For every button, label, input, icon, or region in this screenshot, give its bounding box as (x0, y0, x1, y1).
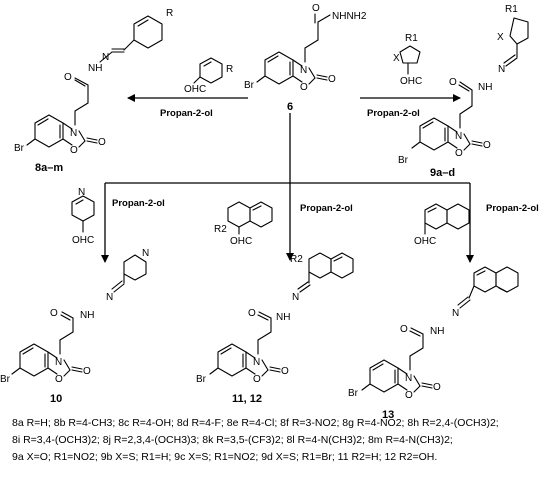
c13-n: N (452, 308, 459, 319)
c9-n: N (498, 64, 505, 75)
compound-9: O NH N X R1 N O O Br 9a–d (398, 4, 529, 179)
c11-n: N (292, 292, 299, 303)
c13-ring-n: N (405, 373, 412, 384)
c9-nh: NH (478, 82, 492, 93)
c9-ring-n: N (455, 131, 462, 142)
c11-nh: NH (276, 312, 290, 323)
reagent-benzaldehyde: OHC R (184, 57, 233, 95)
c9-bromo: Br (398, 155, 409, 166)
c9-exo-o: O (483, 140, 491, 151)
legend-line-1: 8a R=H; 8b R=4-CH3; 8c R=4-OH; 8d R=4-F;… (12, 417, 499, 429)
legend-line-3: 9a X=O; R1=NO2; 9b X=S; R1=H; 9c X=S; R1… (12, 451, 438, 463)
condition-b1: Propan-2-ol (112, 198, 165, 209)
reagent-x: X (393, 53, 400, 64)
reagent-pyridine-aldehyde: N OHC (71, 187, 95, 246)
c11-r2: R2 (290, 254, 303, 265)
c8-ring-n: N (70, 128, 77, 139)
reagent-heteroaryl-aldehyde: X R1 OHC (393, 33, 422, 87)
c10-exo-o: O (83, 366, 91, 377)
reagent-ohc-3: OHC (72, 235, 94, 246)
c9-carbonyl-o: O (449, 77, 457, 88)
pyr-n: N (78, 187, 85, 198)
c10-ring-o: O (55, 374, 63, 385)
compound-11-12: O NH N R2 N O O Br 11, 12 (196, 252, 354, 405)
condition-left: Propan-2-ol (160, 108, 213, 119)
c11-ring-o: O (253, 374, 261, 385)
c8-r: R (166, 8, 173, 19)
reagent-ohc-4: OHC (230, 236, 252, 247)
c8-nh: NH (88, 63, 102, 74)
c8-ring-o: O (70, 145, 78, 156)
c9-r1: R1 (505, 4, 518, 15)
c8-bromo: Br (14, 143, 25, 154)
ring-o: O (300, 82, 308, 93)
c11-ring-n: N (253, 357, 260, 368)
label-compound-13: 13 (382, 409, 394, 421)
c13-ring-o: O (405, 390, 413, 401)
label-compound-9: 9a–d (430, 167, 455, 179)
compound-13: O NH N N O O Br 13 (348, 266, 519, 421)
reagent-ohc-2: OHC (400, 76, 422, 87)
label-compound-11-12: 11, 12 (232, 393, 262, 405)
compound-8: O NH N R N O O Br 8a–m (14, 8, 173, 174)
reagent-2-naphthaldehyde: OHC (414, 203, 470, 247)
condition-b2: Propan-2-ol (300, 203, 353, 214)
carbonyl-o: O (312, 3, 320, 14)
compound-6: O NHNH2 N O O Br 6 (244, 3, 367, 113)
ring-n: N (300, 65, 307, 76)
condition-b3: Propan-2-ol (486, 203, 539, 214)
c11-bromo: Br (196, 374, 207, 385)
legend-line-2: 8i R=3,4-(OCH3)2; 8j R=2,3,4-(OCH3)3; 8k… (12, 434, 453, 446)
hydrazide-label: NHNH2 (332, 11, 367, 22)
c11-carbonyl-o: O (248, 308, 256, 319)
reagent-r2: R2 (214, 224, 227, 235)
c13-exo-o: O (433, 382, 441, 393)
c13-carbonyl-o: O (400, 324, 408, 335)
c8-n: N (102, 52, 109, 63)
c8-carbonyl-o: O (64, 72, 72, 83)
reagent-ohc: OHC (184, 84, 206, 95)
c11-exo-o: O (281, 366, 289, 377)
c10-carbonyl-o: O (50, 308, 58, 319)
c10-nh: NH (80, 310, 94, 321)
c9-ring-o: O (455, 148, 463, 159)
bromo: Br (244, 80, 255, 91)
compound-10: O NH N N N O O Br 10 (0, 248, 149, 405)
reagent-ohc-5: OHC (414, 236, 436, 247)
c10-ring-n: N (55, 357, 62, 368)
c13-bromo: Br (348, 388, 359, 399)
label-compound-10: 10 (50, 393, 62, 405)
c9-x: X (497, 32, 504, 43)
reagent-r1: R1 (405, 33, 418, 44)
reagent-naphthaldehyde-r2: R2 OHC (214, 201, 273, 247)
c8-exo-o: O (98, 137, 106, 148)
c10-pyr-n: N (142, 248, 149, 259)
substituent-legend: 8a R=H; 8b R=4-CH3; 8c R=4-OH; 8d R=4-F;… (12, 415, 542, 466)
label-compound-6: 6 (287, 101, 293, 113)
c10-n: N (106, 292, 113, 303)
c13-nh: NH (430, 326, 444, 337)
label-compound-8: 8a–m (35, 162, 63, 174)
reagent-r: R (226, 64, 233, 75)
condition-right: Propan-2-ol (367, 108, 420, 119)
c10-bromo: Br (0, 374, 11, 385)
exo-o: O (328, 74, 336, 85)
